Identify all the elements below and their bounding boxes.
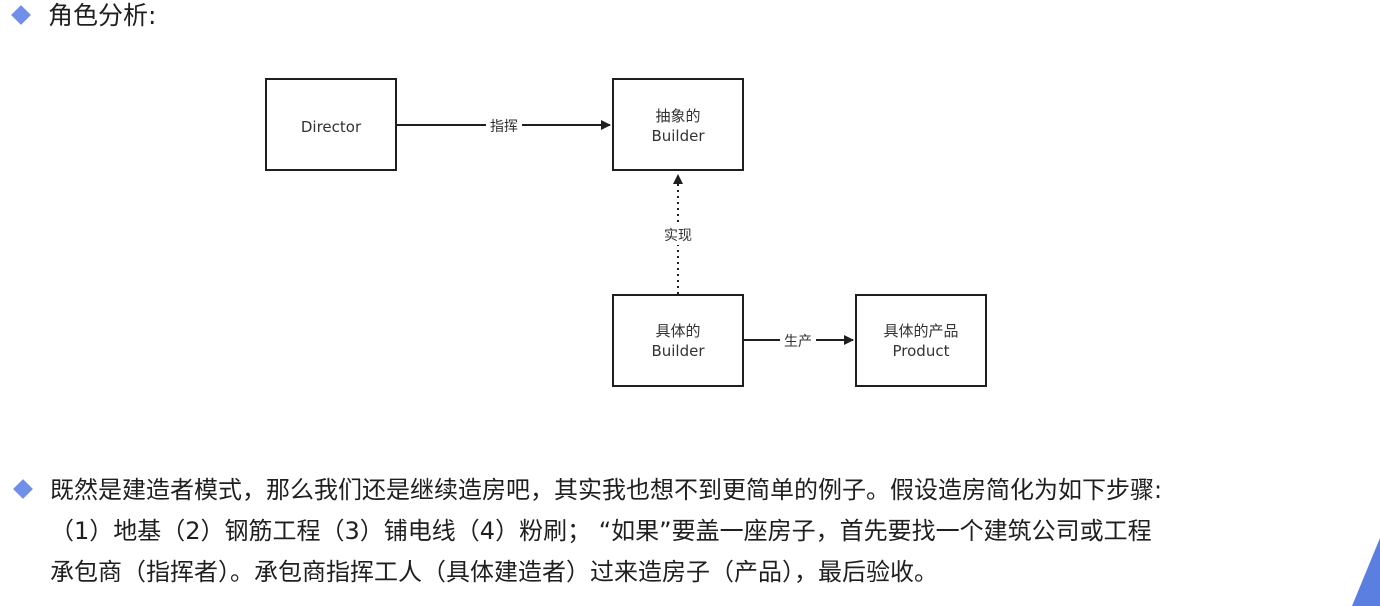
node-concrete-builder: 具体的 Builder <box>612 294 744 387</box>
node-concrete-builder-line-2: Builder <box>651 342 705 360</box>
description-paragraph: 既然是建造者模式，那么我们还是继续造房吧，其实我也想不到更简单的例子。假设造房简… <box>50 470 1375 593</box>
node-director-line-1: Director <box>301 118 362 136</box>
node-concrete-builder-line-1: 具体的 <box>655 322 700 340</box>
edge-director-to-builder: 指挥 <box>397 116 611 135</box>
paragraph-line-1: 既然是建造者模式，那么我们还是继续造房吧，其实我也想不到更简单的例子。假设造房简… <box>50 476 1163 504</box>
node-director: Director <box>265 78 397 171</box>
node-product-line-2: Product <box>893 342 950 360</box>
builder-pattern-diagram: Director 抽象的 Builder 具体的 Builder 具体的产品 P… <box>265 78 987 387</box>
diamond-bullet-icon <box>13 479 33 499</box>
node-product: 具体的产品 Product <box>855 294 987 387</box>
paragraph-line-2: （1）地基（2）钢筋工程（3）铺电线（4）粉刷； “如果”要盖一座房子，首先要找… <box>50 517 1152 545</box>
section-heading: 角色分析: <box>48 1 157 30</box>
edge-director-to-builder-label: 指挥 <box>490 119 518 135</box>
edge-implements: 实现 <box>659 174 697 294</box>
paragraph-line-3: 承包商（指挥者）。承包商指挥工人（具体建造者）过来造房子（产品），最后验收。 <box>50 558 938 586</box>
node-abstract-builder-line-1: 抽象的 <box>655 107 700 125</box>
corner-decoration <box>1352 538 1380 606</box>
node-abstract-builder-line-2: Builder <box>651 127 705 145</box>
edge-produces: 生产 <box>744 331 854 350</box>
node-product-line-1: 具体的产品 <box>883 322 958 340</box>
edge-produces-label: 生产 <box>784 334 812 350</box>
paragraph-row <box>13 479 33 499</box>
edge-implements-label: 实现 <box>664 228 692 244</box>
node-abstract-builder: 抽象的 Builder <box>612 78 744 171</box>
